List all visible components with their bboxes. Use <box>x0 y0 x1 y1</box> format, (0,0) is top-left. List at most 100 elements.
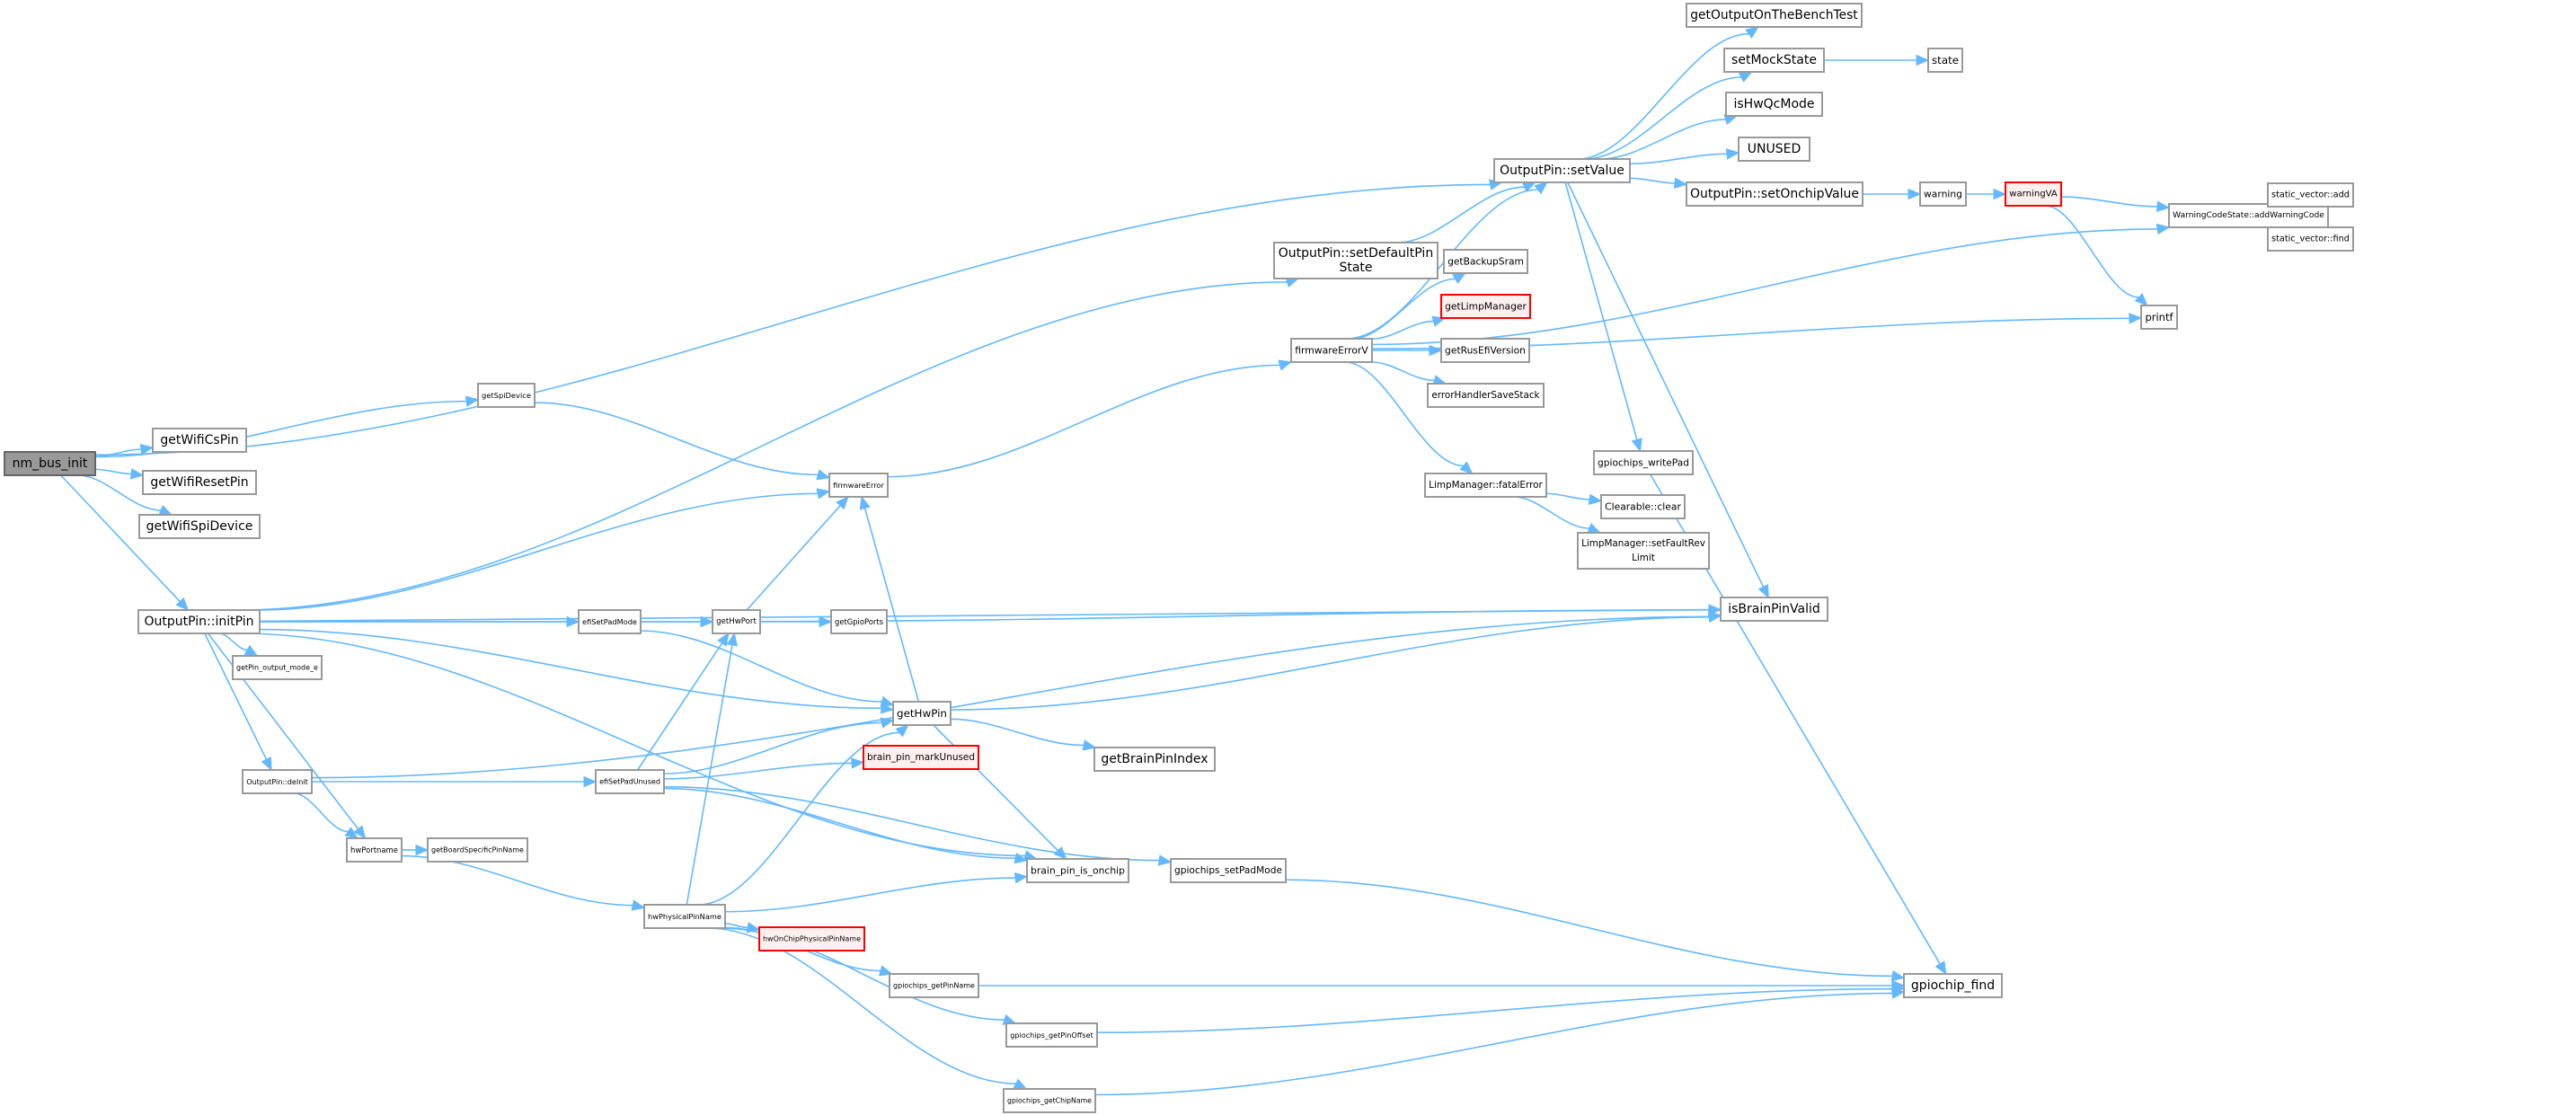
node-isHwQcMode[interactable]: isHwQcMode <box>1725 92 1823 117</box>
node-gpiochip_find[interactable]: gpiochip_find <box>1903 973 2003 998</box>
node-box[interactable] <box>758 926 865 951</box>
node-OutputPin_initPin[interactable]: OutputPin::initPin <box>137 609 261 634</box>
node-getBackupSram[interactable]: getBackupSram <box>1443 249 1528 274</box>
node-OutputPin_setValue[interactable]: OutputPin::setValue <box>1493 158 1631 183</box>
node-box[interactable] <box>1440 338 1530 363</box>
node-box[interactable] <box>152 428 247 453</box>
node-box[interactable] <box>863 745 979 770</box>
node-box[interactable] <box>137 609 261 634</box>
node-getLimpManager[interactable]: getLimpManager <box>1440 294 1531 319</box>
node-box[interactable] <box>1493 158 1631 183</box>
node-getWifiCsPin[interactable]: getWifiCsPin <box>152 428 247 453</box>
node-box[interactable] <box>232 655 323 680</box>
node-OutputPin_deInit[interactable]: OutputPin::deInit <box>242 769 313 794</box>
node-nm_bus_init[interactable]: nm_bus_init <box>4 451 96 476</box>
node-getWifiResetPin[interactable]: getWifiResetPin <box>142 470 257 495</box>
node-box[interactable] <box>889 973 979 998</box>
node-box[interactable] <box>578 609 642 634</box>
node-box[interactable] <box>242 769 313 794</box>
node-box[interactable] <box>4 451 96 476</box>
node-LimpManager_fatalError[interactable]: LimpManager::fatalError <box>1424 473 1547 498</box>
node-box[interactable] <box>427 837 528 863</box>
node-state[interactable]: state <box>1927 48 1963 73</box>
node-box[interactable] <box>1577 532 1710 570</box>
node-box[interactable] <box>1720 597 1828 622</box>
node-setMockState[interactable]: setMockState <box>1723 48 1825 73</box>
node-box[interactable] <box>477 383 536 408</box>
node-gpiochips_getPinOffset[interactable]: gpiochips_getPinOffset <box>1005 1022 1098 1048</box>
node-box[interactable] <box>2140 305 2178 330</box>
node-efiSetPadMode[interactable]: efiSetPadMode <box>578 609 642 634</box>
node-box[interactable] <box>1686 3 1863 28</box>
node-box[interactable] <box>1026 858 1129 883</box>
node-getHwPin[interactable]: getHwPin <box>892 701 952 726</box>
node-gpiochips_setPadMode[interactable]: gpiochips_setPadMode <box>1170 858 1287 883</box>
node-box[interactable] <box>643 904 726 929</box>
node-box[interactable] <box>1424 473 1547 498</box>
node-getWifiSpiDevice[interactable]: getWifiSpiDevice <box>138 514 261 539</box>
node-hwPortname[interactable]: hwPortname <box>346 837 403 863</box>
node-box[interactable] <box>1725 92 1823 117</box>
node-box[interactable] <box>595 769 665 794</box>
node-box[interactable] <box>1440 294 1531 319</box>
node-UNUSED[interactable]: UNUSED <box>1738 137 1810 162</box>
node-errorHandlerSaveStack[interactable]: errorHandlerSaveStack <box>1427 383 1545 408</box>
node-hwOnChipPhysicalPinName[interactable]: hwOnChipPhysicalPinName <box>758 926 865 951</box>
node-box[interactable] <box>1290 338 1373 363</box>
node-box[interactable] <box>892 701 952 726</box>
node-box[interactable] <box>712 609 761 634</box>
node-getHwPort[interactable]: getHwPort <box>712 609 761 634</box>
node-static_vector_find[interactable]: static_vector::find <box>2267 226 2354 252</box>
node-brain_pin_is_onchip[interactable]: brain_pin_is_onchip <box>1026 858 1129 883</box>
node-box[interactable] <box>2267 226 2354 252</box>
node-firmwareError[interactable]: firmwareError <box>828 473 889 498</box>
node-warning[interactable]: warning <box>1919 181 1967 207</box>
node-box[interactable] <box>142 470 257 495</box>
node-box[interactable] <box>1443 249 1528 274</box>
node-gpiochips_writePad[interactable]: gpiochips_writePad <box>1593 450 1694 475</box>
node-box[interactable] <box>1600 494 1686 519</box>
node-getGpioPorts[interactable]: getGpioPorts <box>830 609 888 634</box>
node-box[interactable] <box>2005 181 2062 207</box>
node-box[interactable] <box>1273 242 1438 279</box>
node-box[interactable] <box>346 837 403 863</box>
node-box[interactable] <box>1738 137 1810 162</box>
node-box[interactable] <box>1927 48 1963 73</box>
node-getSpiDevice[interactable]: getSpiDevice <box>477 383 536 408</box>
node-getPin_output_mode_e[interactable]: getPin_output_mode_e <box>232 655 323 680</box>
node-gpiochips_getChipName[interactable]: gpiochips_getChipName <box>1003 1088 1096 1113</box>
node-box[interactable] <box>1093 747 1216 772</box>
node-warningVA[interactable]: warningVA <box>2005 181 2062 207</box>
node-box[interactable] <box>2168 203 2329 228</box>
node-box[interactable] <box>1005 1022 1098 1048</box>
node-box[interactable] <box>2267 182 2354 208</box>
node-box[interactable] <box>1723 48 1825 73</box>
node-printf[interactable]: printf <box>2140 305 2178 330</box>
node-box[interactable] <box>138 514 261 539</box>
node-Clearable_clear[interactable]: Clearable::clear <box>1600 494 1686 519</box>
node-box[interactable] <box>1427 383 1545 408</box>
node-box[interactable] <box>1170 858 1287 883</box>
node-getBoardSpecificPinName[interactable]: getBoardSpecificPinName <box>427 837 528 863</box>
node-box[interactable] <box>1686 181 1863 207</box>
node-isBrainPinValid[interactable]: isBrainPinValid <box>1720 597 1828 622</box>
node-gpiochips_getPinName[interactable]: gpiochips_getPinName <box>889 973 979 998</box>
node-hwPhysicalPinName[interactable]: hwPhysicalPinName <box>643 904 726 929</box>
node-box[interactable] <box>830 609 888 634</box>
node-getBrainPinIndex[interactable]: getBrainPinIndex <box>1093 747 1216 772</box>
node-OutputPin_setOnchipValue[interactable]: OutputPin::setOnchipValue <box>1686 181 1863 207</box>
node-firmwareErrorV[interactable]: firmwareErrorV <box>1290 338 1373 363</box>
node-efiSetPadUnused[interactable]: efiSetPadUnused <box>595 769 665 794</box>
node-box[interactable] <box>1593 450 1694 475</box>
node-box[interactable] <box>1903 973 2003 998</box>
node-box[interactable] <box>1003 1088 1096 1113</box>
node-box[interactable] <box>828 473 889 498</box>
node-brain_pin_markUnused[interactable]: brain_pin_markUnused <box>863 745 979 770</box>
node-static_vector_add[interactable]: static_vector::add <box>2267 182 2354 208</box>
node-getRusEfiVersion[interactable]: getRusEfiVersion <box>1440 338 1530 363</box>
node-getOutputOnTheBenchTest[interactable]: getOutputOnTheBenchTest <box>1686 3 1863 28</box>
node-box[interactable] <box>1919 181 1967 207</box>
node-WarningCodeState_addWarningCode[interactable]: WarningCodeState::addWarningCode <box>2168 203 2329 228</box>
